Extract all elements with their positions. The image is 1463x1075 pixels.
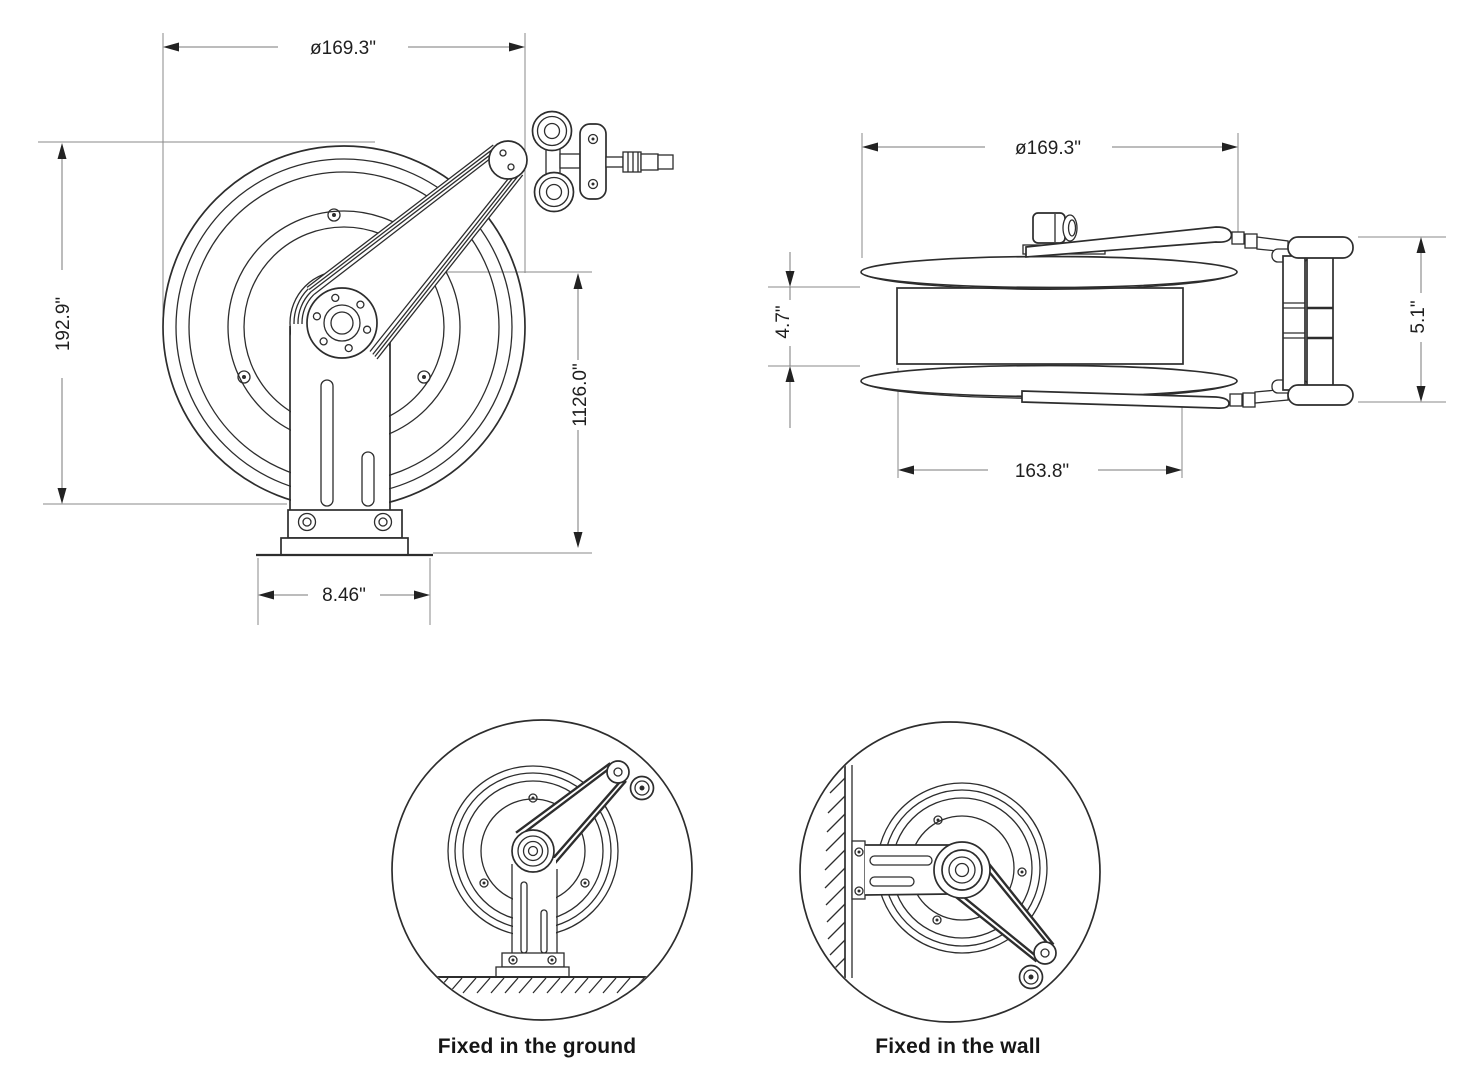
front-view: ø169.3" 192.9" 1126.0" 8.46"	[38, 33, 674, 625]
dim-side-flange-gap-label: 4.7"	[773, 305, 794, 338]
dim-front-base-width: 8.46"	[258, 585, 430, 606]
base	[256, 509, 433, 557]
hub-bolt-holes	[312, 293, 372, 353]
detail-ground-column	[495, 858, 570, 978]
dim-front-diameter-label: ø169.3"	[310, 38, 376, 59]
detail-wall-circle	[799, 721, 1101, 1023]
hub	[306, 287, 378, 359]
flanges	[860, 255, 1238, 399]
detail-wall-rollers	[1018, 941, 1057, 990]
dim-side-outlet-height-label: 5.1"	[1408, 300, 1429, 333]
detail-ground-rollers	[606, 760, 655, 801]
reel-disc	[162, 145, 526, 509]
dim-side-drum-length: 163.8"	[898, 461, 1182, 482]
detail-ground-hub	[511, 829, 555, 873]
dim-front-center-height-label: 1126.0"	[570, 363, 591, 426]
column-slot-right	[361, 451, 375, 507]
dim-front-height: 192.9"	[53, 143, 74, 504]
side-view: ø169.3" 4.7" 5.1" 163.8"	[768, 133, 1446, 482]
column-slot-left	[320, 379, 334, 507]
dim-side-outlet-height: 5.1"	[1408, 237, 1429, 402]
outlet-top-cap	[1287, 236, 1354, 259]
caption-fixed-in-ground: Fixed in the ground	[438, 1035, 637, 1058]
guide-rollers	[531, 110, 581, 213]
outlet-plate	[579, 123, 607, 200]
dim-front-center-height: 1126.0"	[570, 273, 591, 548]
dim-front-diameter: ø169.3"	[163, 38, 525, 59]
ground-hatch	[430, 976, 654, 994]
upper-arm	[1025, 226, 1289, 258]
detail-ground-circle	[391, 719, 693, 1021]
dim-side-diameter: ø169.3"	[862, 138, 1238, 159]
outlet-columns	[1271, 236, 1354, 406]
dim-front-base-width-label: 8.46"	[322, 585, 366, 606]
dim-front-height-label: 192.9"	[53, 297, 74, 351]
hose-fitting	[605, 151, 674, 173]
outlet-bottom-cap	[1287, 384, 1354, 406]
dim-side-diameter-label: ø169.3"	[1015, 138, 1081, 159]
disc-face-bolts	[237, 208, 431, 384]
wall-hatch	[824, 765, 853, 978]
detail-ground: Fixed in the ground	[391, 719, 693, 1058]
detail-wall: Fixed in the wall	[799, 721, 1101, 1058]
dim-side-flange-gap: 4.7"	[773, 252, 795, 428]
caption-fixed-in-wall: Fixed in the wall	[875, 1035, 1041, 1058]
arm-pivot	[488, 140, 528, 180]
detail-wall-hub	[933, 841, 991, 899]
side-extension-lines	[768, 133, 1446, 478]
drum	[896, 287, 1184, 365]
dim-side-drum-length-label: 163.8"	[1015, 461, 1069, 482]
